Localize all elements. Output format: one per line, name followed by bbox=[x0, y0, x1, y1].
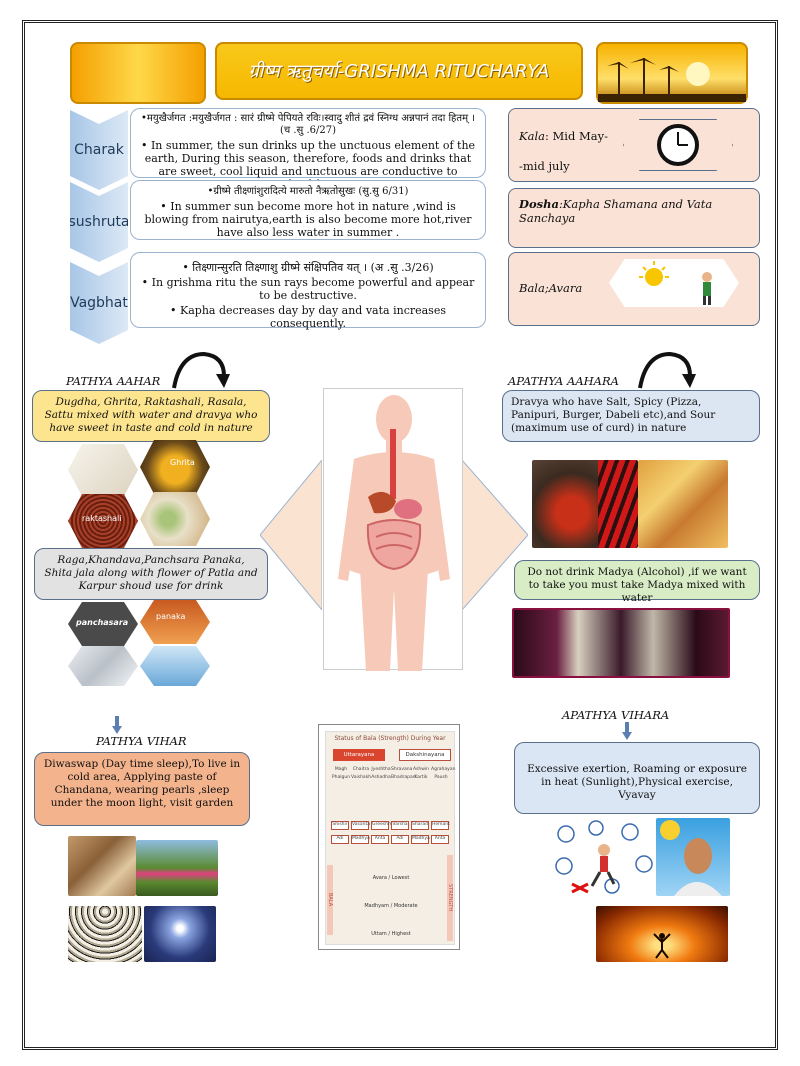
apathya-aahara-heading: APATHYA AAHARA bbox=[508, 374, 619, 388]
avara-level: Avara / Lowest bbox=[372, 875, 410, 881]
chart-title: Status of Bala (Strength) During Year bbox=[334, 735, 446, 742]
pathya-vihar-heading: PATHYA VIHAR bbox=[96, 734, 187, 748]
clock-icon bbox=[623, 119, 733, 171]
month-label: Magh bbox=[334, 767, 348, 772]
panaka-image: panaka bbox=[140, 600, 210, 644]
month-label: Kartik bbox=[414, 775, 428, 780]
milk-image bbox=[68, 444, 138, 496]
month-label: Vaishakh bbox=[351, 775, 372, 780]
season-label: Hemant bbox=[431, 821, 450, 830]
month-label: Phalgun bbox=[331, 775, 351, 780]
apathya-vihara-heading: APATHYA VIHARA bbox=[562, 708, 670, 722]
month-label: Chaitra bbox=[352, 767, 370, 772]
cold-water-image bbox=[140, 646, 210, 686]
season-label: Varsha bbox=[391, 821, 409, 830]
pathya-aahar-text-box: Dugdha, Ghrita, Raktashali, Rasala, Satt… bbox=[32, 390, 270, 442]
down-arrow-icon bbox=[112, 716, 122, 734]
heat-sweating-man-image bbox=[656, 818, 730, 896]
apathya-vihara-text-box: Excessive exertion, Roaming or exposure … bbox=[514, 742, 760, 814]
month-label: Ashadha bbox=[371, 775, 391, 780]
pearls-image bbox=[68, 906, 142, 962]
exercise-clocks-image bbox=[552, 820, 656, 896]
panchasara-image: panchasara bbox=[68, 602, 138, 646]
curved-arrow-icon bbox=[172, 351, 230, 389]
month-label: Ashwin bbox=[412, 767, 430, 772]
garden-image bbox=[136, 840, 218, 896]
ghrita-image: Ghrita bbox=[140, 440, 210, 494]
apathya-aahara-text-box: Dravya who have Salt, Spicy (Pizza, Pani… bbox=[502, 390, 760, 442]
month-label: Bhadrapad bbox=[391, 775, 416, 780]
pathya-drinks-text-box: Raga,Khandava,Panchsara Panaka, Shita ja… bbox=[34, 548, 268, 600]
bala-level-cell: Anta bbox=[371, 835, 389, 844]
dosha-box: Dosha:Kapha Shamana and Vata Sanchaya bbox=[508, 188, 760, 248]
bala-side-label: BALA bbox=[327, 865, 333, 935]
month-label: Agrahayan bbox=[431, 767, 456, 772]
vagbhat-text-box: • तिक्ष्णान्सुरति तिक्ष्णाशु ग्रीष्मे सं… bbox=[130, 252, 486, 330]
uttarayana-label: Uttarayana bbox=[333, 749, 385, 761]
bala-level-cell: Adi bbox=[331, 835, 349, 844]
season-label: Sharad bbox=[411, 821, 429, 830]
junk-food-image bbox=[638, 460, 728, 548]
sunset-palm-image bbox=[596, 42, 748, 104]
raktashali-image: raktashali bbox=[68, 494, 138, 548]
sun-banner-left bbox=[70, 42, 206, 104]
bala-status-chart: Status of Bala (Strength) During Year Ut… bbox=[318, 724, 460, 950]
bala-level-cell: Madhya bbox=[351, 835, 370, 844]
kala-box: Kala: Mid May- -mid july bbox=[508, 108, 760, 182]
season-label: Greeshma bbox=[371, 821, 395, 830]
charak-text-box: •मयुखैर्जगत :मयुखैर्जगत : सारं ग्रीष्मे … bbox=[130, 108, 486, 191]
bala-level-cell: Anta bbox=[431, 835, 449, 844]
season-label: Shishir bbox=[331, 821, 349, 830]
month-label: Paush bbox=[434, 775, 448, 780]
human-digestive-system-image bbox=[323, 388, 463, 671]
page-title: ग्रीष्म ऋतुचर्या-GRISHMA RITUCHARYA bbox=[215, 42, 583, 100]
red-chilli-image bbox=[598, 460, 638, 548]
sun-heat-icon bbox=[609, 259, 739, 307]
month-label: Jyeshtha bbox=[371, 767, 391, 772]
left-arrow-shape bbox=[260, 460, 322, 610]
bala-level-cell: Madhya bbox=[411, 835, 430, 844]
page-frame bbox=[22, 20, 778, 1050]
karpur-image bbox=[68, 646, 138, 686]
bala-level-cell: Adi bbox=[391, 835, 409, 844]
sushruta-text-box: •ग्रीष्मे तीक्ष्णांशुरादित्ये मारुतो नैऋ… bbox=[130, 180, 486, 240]
pathya-vihar-text-box: Diwaswap (Day time sleep),To live in col… bbox=[34, 752, 250, 826]
strength-side-label: STRENGTH bbox=[447, 855, 453, 941]
season-label: Vasanta bbox=[351, 821, 370, 830]
pathya-aahar-heading: PATHYA AAHAR bbox=[66, 374, 161, 388]
down-arrow-icon bbox=[622, 722, 632, 740]
right-arrow-shape bbox=[462, 460, 528, 610]
alcohol-bottles-image bbox=[512, 608, 730, 678]
rasala-image bbox=[140, 492, 210, 546]
madhyam-level: Madhyam / Moderate bbox=[364, 903, 418, 909]
dakshinayana-label: Dakshinayana bbox=[399, 749, 451, 761]
bala-box: Bala;Avara bbox=[508, 252, 760, 326]
curved-arrow-icon bbox=[638, 351, 696, 389]
sunset-silhouette-image bbox=[596, 906, 728, 962]
month-label: Shravana bbox=[391, 767, 413, 772]
chandana-image bbox=[68, 836, 136, 896]
moonlight-image bbox=[144, 906, 216, 962]
madya-text-box: Do not drink Madya (Alcohol) ,if we want… bbox=[514, 560, 760, 604]
uttam-level: Uttam / Highest bbox=[371, 931, 411, 937]
